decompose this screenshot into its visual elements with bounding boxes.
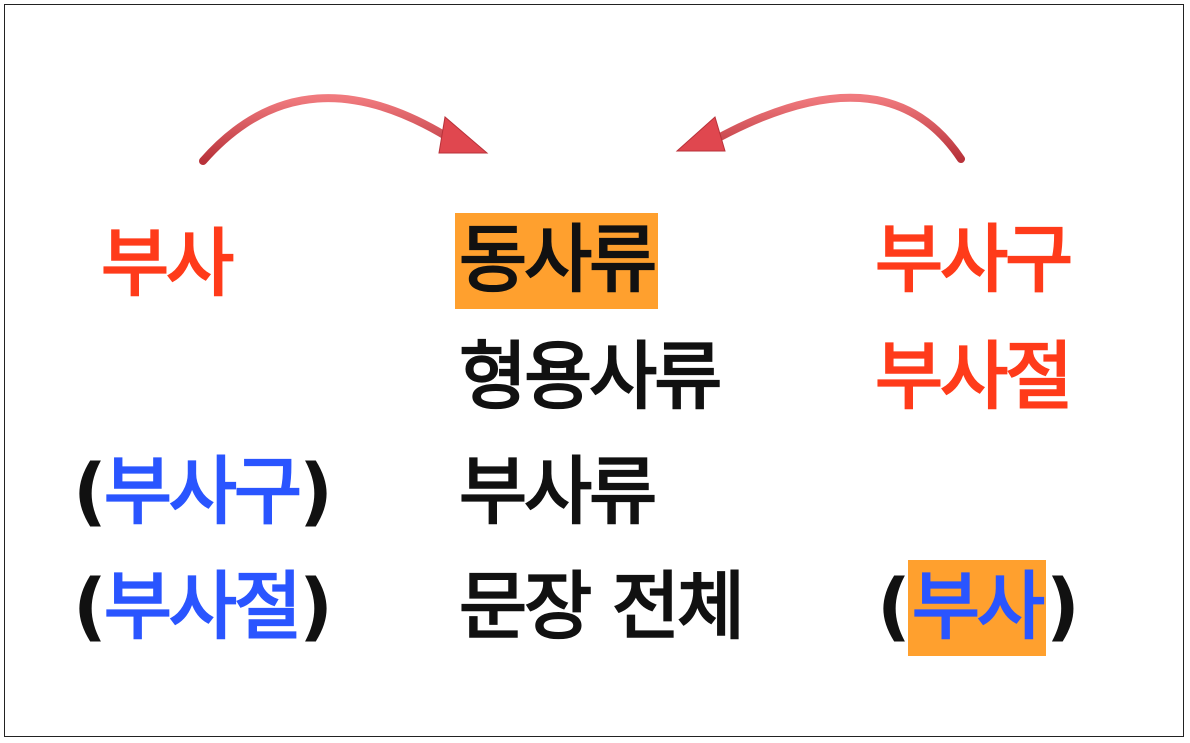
center-item-whole-sentence: 문장 전체 — [459, 564, 745, 650]
highlighted-verb: 동사류 — [455, 213, 659, 309]
center-item-adjective: 형용사류 — [459, 334, 722, 420]
slide: 부사 (부사구) (부사절) 동사류 형용사류 부사류 문장 전체 부사구 부사… — [4, 4, 1184, 737]
curved-arrow-left-icon — [675, 93, 965, 163]
curved-arrow-right-icon — [199, 94, 489, 165]
left-adverb-word: 부사 — [101, 221, 234, 307]
center-item-verb: 동사류 — [455, 213, 659, 309]
right-adverb-highlighted: 부사 — [907, 560, 1046, 656]
close-paren: ) — [299, 564, 333, 650]
open-paren: ( — [73, 449, 107, 535]
left-adverb-clause-line: (부사절) — [73, 570, 333, 644]
right-adverb-phrase: 부사구 — [875, 217, 1073, 303]
close-paren: ) — [299, 449, 333, 535]
left-adverb-phrase: 부사구 — [103, 449, 302, 535]
open-paren: ( — [73, 564, 107, 650]
right-adverb-clause: 부사절 — [875, 334, 1073, 420]
close-paren: ) — [1046, 564, 1080, 650]
center-item-adverb: 부사류 — [459, 449, 657, 535]
open-paren: ( — [877, 564, 911, 650]
left-adverb-clause: 부사절 — [103, 564, 302, 650]
left-adverb-phrase-line: (부사구) — [73, 455, 333, 529]
right-adverb-line: (부사) — [877, 560, 1080, 656]
